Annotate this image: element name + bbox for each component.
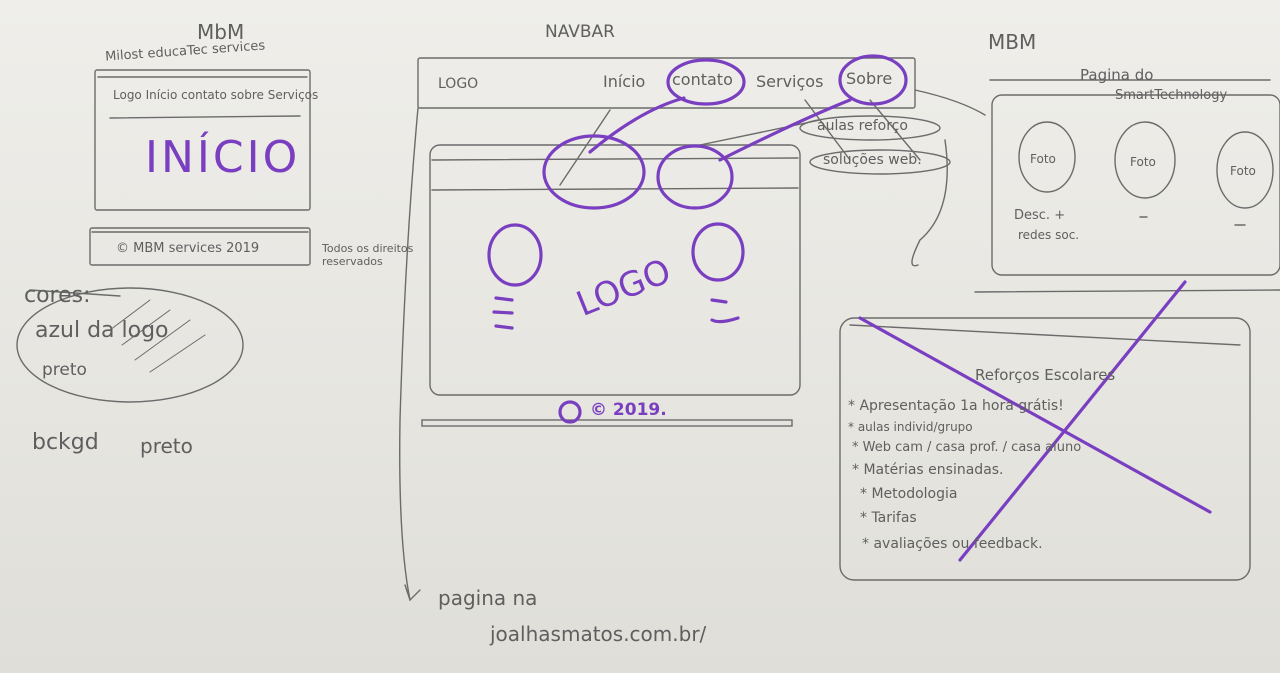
reforcos-item-3: * Web cam / casa prof. / casa aluno	[852, 440, 1082, 455]
reforcos-frame	[839, 317, 1251, 581]
navbar-item-servicos[interactable]: Serviços	[756, 72, 824, 91]
reforcos-item-4: * Matérias ensinadas.	[852, 462, 1004, 478]
about-photo-1	[1018, 121, 1076, 193]
sketch1-brand-top: MbM	[197, 20, 245, 44]
about-desc-1: Desc. +	[1014, 208, 1066, 223]
page-circle-1	[542, 134, 646, 210]
about-frame	[991, 94, 1280, 276]
page-sketch-frame	[429, 144, 801, 396]
navbar-item-sobre[interactable]: Sobre	[846, 69, 893, 88]
background-value: preto	[140, 434, 193, 458]
navbar-caption: NAVBAR	[545, 22, 615, 42]
sketch1-nav-text: Logo Início contato sobre Serviços	[113, 88, 319, 102]
sketch1-hero: INÍCIO	[145, 132, 301, 183]
sobre-circle	[838, 54, 908, 106]
navbar-item-contato[interactable]: contato	[672, 70, 733, 89]
cross-line-2	[958, 280, 1187, 562]
dropdown-item-aulas: aulas reforço	[817, 118, 908, 134]
navbar-arrow-line	[399, 107, 419, 601]
page-circle-2	[656, 144, 734, 210]
about-desc-2: redes soc.	[1018, 228, 1080, 242]
about-title-2: SmartTechnology	[1115, 88, 1228, 103]
reforcos-item-1: * Apresentação 1a hora grátis!	[848, 398, 1064, 414]
sketch1-rights: Todos os direitos reservados	[322, 242, 414, 268]
reforcos-title: Reforços Escolares	[975, 366, 1116, 384]
colors-title: cores:	[24, 283, 91, 308]
right-icon-circle	[691, 222, 745, 282]
page-footer-text: © 2019.	[590, 400, 667, 420]
sketch1-footer: © MBM services 2019	[116, 241, 260, 256]
reforcos-item-2: * aulas individ/grupo	[848, 420, 973, 434]
sketch1-frame	[94, 69, 311, 211]
colors-ellipse	[16, 287, 244, 403]
arrow-sobre	[718, 98, 852, 162]
about-header: MBM	[988, 30, 1037, 54]
navbar-frame	[417, 57, 916, 109]
page-note-line1: pagina na	[438, 586, 538, 610]
copyright-mark	[558, 400, 582, 424]
colors-item-2: preto	[42, 360, 87, 380]
colors-item-1: azul da logo	[35, 318, 169, 343]
background-label: bckgd	[32, 430, 99, 455]
contato-circle	[666, 58, 746, 106]
reforcos-item-5: * Metodologia	[860, 486, 958, 502]
navbar-item-inicio[interactable]: Início	[603, 72, 646, 91]
arrow-contato	[588, 96, 686, 154]
cross-line-1	[858, 316, 1212, 514]
page-note-line2: joalhasmatos.com.br/	[490, 622, 707, 646]
dropdown-item-web: soluções web.	[823, 152, 922, 168]
about-title-1: Pagina do	[1080, 66, 1154, 84]
reforcos-item-7: * avaliações ou feedback.	[862, 536, 1043, 552]
navbar-logo: LOGO	[438, 76, 479, 92]
about-photo-3	[1216, 131, 1274, 209]
left-icon-circle	[487, 223, 543, 287]
about-photo-2	[1114, 121, 1176, 199]
about-photo-label-1: Foto	[1030, 152, 1056, 166]
reforcos-item-6: * Tarifas	[860, 510, 917, 526]
about-photo-label-2: Foto	[1130, 155, 1156, 169]
about-photo-label-3: Foto	[1230, 164, 1256, 178]
sketch1-footer-box	[89, 227, 311, 266]
